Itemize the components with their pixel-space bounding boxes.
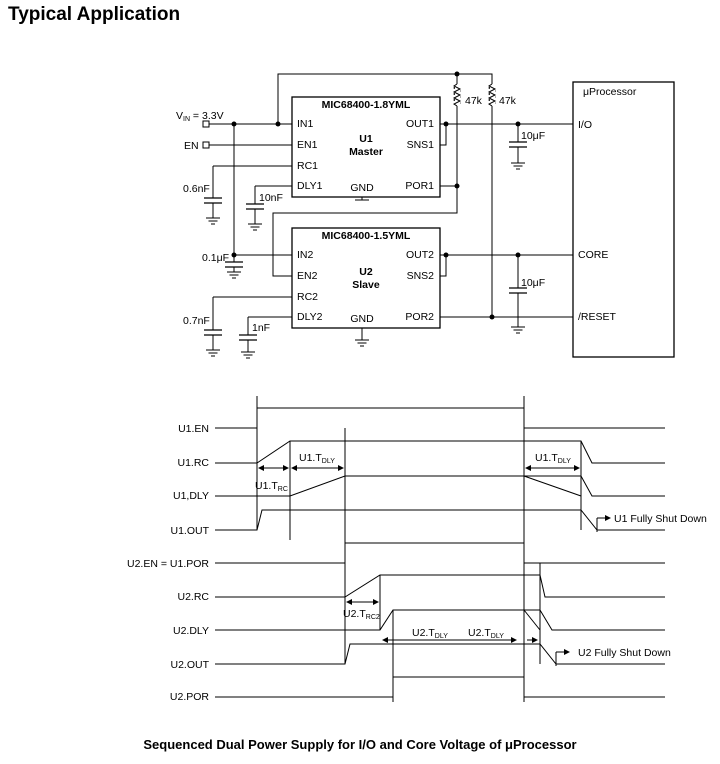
label-u2-tdly-fall: U2.TDLY [468, 627, 504, 640]
u1-pin-rc1: RC1 [297, 160, 318, 172]
signal-label: U1.EN [178, 423, 209, 435]
vin-terminal [202, 120, 210, 128]
u1-ref: U1 [359, 133, 373, 145]
signal-label: U1,DLY [173, 490, 209, 502]
page-title: Typical Application [8, 4, 181, 25]
u1-pin-out1: OUT1 [406, 118, 434, 130]
capacitor-out1 [509, 141, 527, 170]
u1-pin-dly1: DLY1 [297, 180, 323, 192]
wave-u2-out [215, 643, 665, 665]
label-u1-shutdown: U1 Fully Shut Down [614, 513, 707, 525]
cap-rc1-value: 0.6nF [183, 183, 210, 195]
label-u2-shutdown: U2 Fully Shut Down [578, 647, 671, 659]
processor-box [572, 81, 675, 358]
wave-u2-rc [215, 574, 665, 598]
wave-u2-dly [215, 609, 665, 631]
cap-out1-value: 10μF [521, 130, 545, 142]
wave-u1-dly [215, 475, 665, 497]
u1-pin-gnd: GND [350, 182, 374, 194]
wave-u2-por [215, 676, 665, 698]
en-terminal [202, 141, 210, 149]
u2-pin-sns2: SNS2 [407, 270, 435, 282]
cap-out2-value: 10μF [521, 277, 545, 289]
cap-in-value: 0.1μF [202, 252, 229, 264]
u1-pin-por1: POR1 [405, 180, 434, 192]
u2-pin-dly2: DLY2 [297, 311, 323, 323]
u1-chip [291, 96, 441, 198]
label-u1-tdly-rise: U1.TDLY [299, 452, 335, 465]
signal-label: U2.DLY [173, 625, 209, 637]
capacitor-vin [225, 261, 243, 279]
wave-u1-rc [215, 440, 665, 464]
u1-pin-in1: IN1 [297, 118, 314, 130]
capacitor-out2 [509, 287, 527, 334]
u2-pin-gnd: GND [350, 313, 374, 325]
u2-ref: U2 [359, 266, 373, 278]
signal-label: U1.RC [177, 457, 209, 469]
label-u1-tdly-fall: U1.TDLY [535, 452, 571, 465]
schematic-wires [207, 73, 573, 340]
u2-chip [291, 227, 441, 329]
u1-pin-sns1: SNS1 [407, 139, 435, 151]
timing-reference-lines [256, 396, 582, 702]
signal-label: U2.OUT [170, 659, 209, 671]
waveforms [215, 407, 665, 698]
cap-rc2-value: 0.7nF [183, 315, 210, 327]
capacitor-rc1 [204, 197, 222, 225]
en-input-label: EN [184, 140, 199, 152]
cap-dly2-value: 1nF [252, 322, 270, 334]
label-u2-tdly-rise: U2.TDLY [412, 627, 448, 640]
u2-pin-en2: EN2 [297, 270, 318, 282]
figure-caption: Sequenced Dual Power Supply for I/O and … [143, 737, 577, 752]
resistor-r2-value: 47k [499, 95, 517, 107]
timing-arrows [258, 465, 611, 666]
label-u1-trc: U1.TRC [255, 480, 288, 493]
capacitor-dly1 [246, 203, 264, 231]
u2-role: Slave [352, 279, 380, 291]
capacitor-dly2 [239, 334, 257, 359]
wave-u1-out [215, 509, 665, 531]
processor-title: μProcessor [583, 86, 637, 98]
resistor-r1-value: 47k [465, 95, 483, 107]
junction-dots [231, 71, 521, 320]
schematic: MIC68400-1.8YML U1 Master IN1 EN1 RC1 DL… [176, 71, 675, 359]
processor-reset-pin: /RESET [578, 311, 617, 323]
u2-pin-in2: IN2 [297, 249, 314, 261]
wave-u1-en [215, 407, 665, 429]
signal-label: U2.EN = U1.POR [127, 558, 209, 570]
signal-label: U2.POR [170, 691, 210, 703]
timing-diagram: U1.EN U1.RC U1,DLY U1.OUT U2.EN = U1.POR… [127, 396, 707, 703]
signal-label: U1.OUT [170, 525, 209, 537]
u2-pin-rc2: RC2 [297, 291, 318, 303]
u1-part-number: MIC68400-1.8YML [322, 99, 411, 111]
u2-pin-por2: POR2 [405, 311, 434, 323]
processor-core-pin: CORE [578, 249, 608, 261]
signal-label: U2.RC [177, 591, 209, 603]
cap-dly1-value: 10nF [259, 192, 283, 204]
u1-role: Master [349, 146, 383, 158]
wave-u2-en [215, 542, 665, 564]
u2-part-number: MIC68400-1.5YML [322, 230, 411, 242]
capacitor-rc2 [204, 329, 222, 357]
processor-io-pin: I/O [578, 119, 592, 131]
label-u2-trc: U2.TRC2 [343, 608, 380, 621]
u2-pin-out2: OUT2 [406, 249, 434, 261]
u1-pin-en1: EN1 [297, 139, 318, 151]
ground-u2 [355, 339, 369, 347]
vin-label: VIN = 3.3V [176, 110, 224, 123]
